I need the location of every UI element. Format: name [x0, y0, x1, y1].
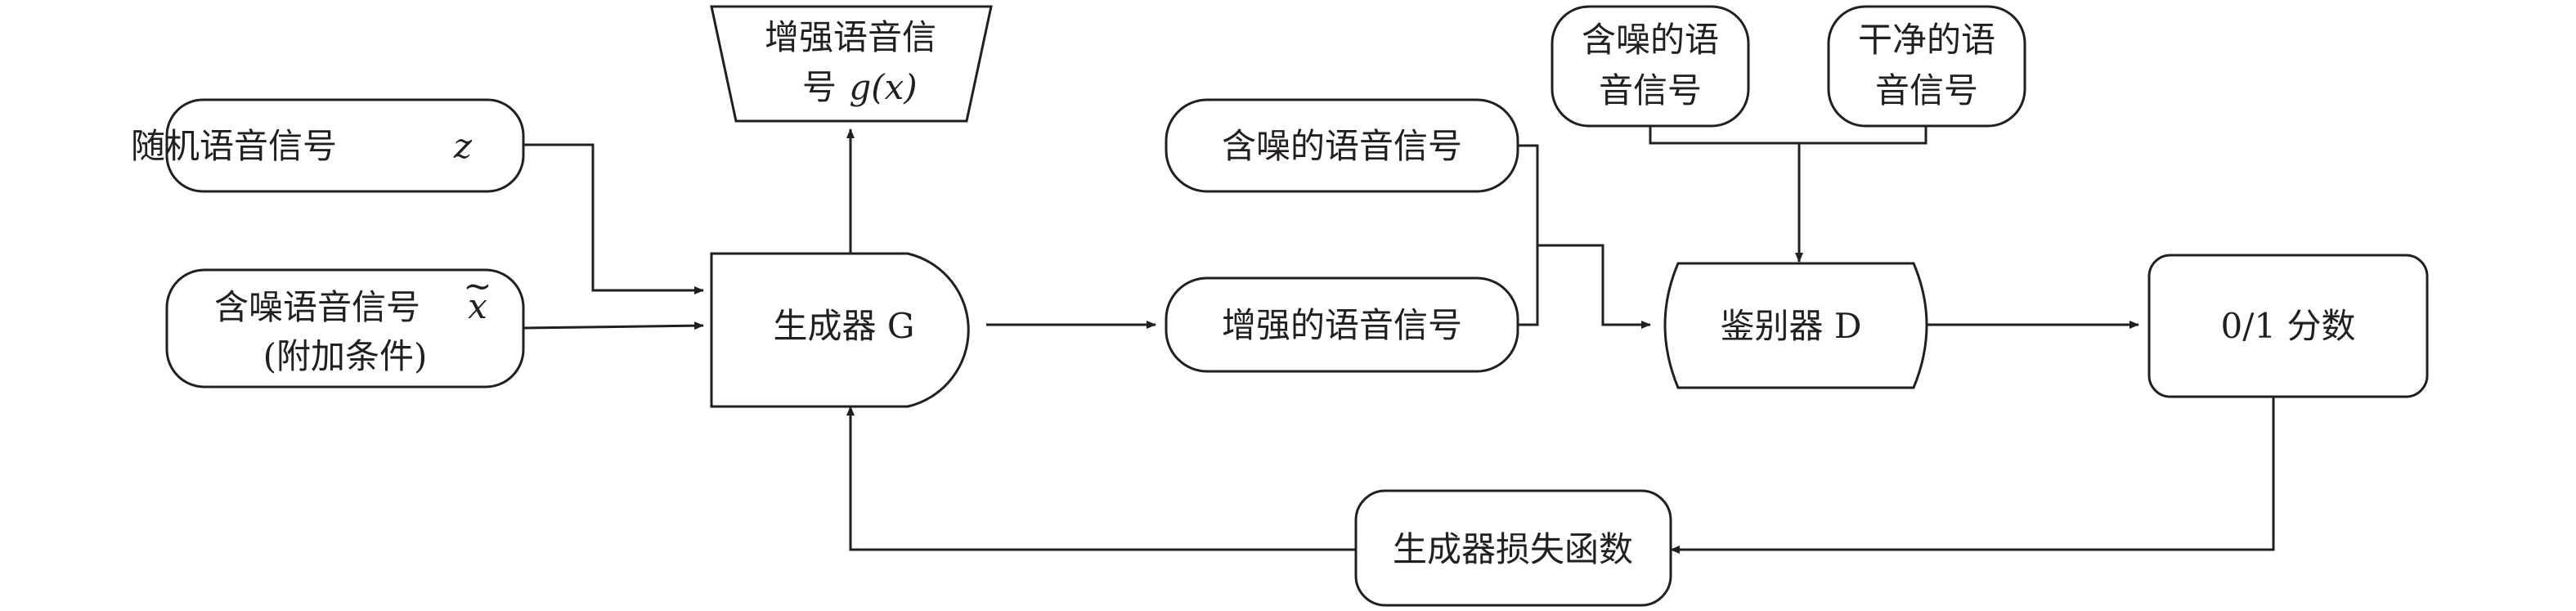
enhanced-signal-label: 增强的语音信号	[1222, 305, 1462, 345]
clean-top-label: 干净的语	[1858, 20, 1995, 60]
generator-node: 生成器 G	[710, 252, 970, 408]
noisy-top-label-cont: 音信号	[1599, 70, 1702, 110]
loss-label: 生成器损失函数	[1393, 529, 1633, 569]
noisy-signal-label: 含噪的语音信号	[1222, 126, 1462, 166]
connectors	[523, 126, 2275, 554]
discriminator-label: 鉴别器 D	[1720, 306, 1861, 346]
arrow-loss-to-generator	[846, 406, 1356, 551]
connector-enhanced-signal-branch	[1518, 245, 1539, 326]
clean-top-label-cont: 音信号	[1875, 70, 1978, 110]
enhanced-output-node: 增强语音信 号 g(x)	[710, 5, 993, 123]
noisy-condition-node: 含噪语音信号 x ~ (附加条件)	[165, 266, 525, 389]
connector-noisy-signal-branch	[1518, 144, 1539, 245]
random-signal-label: 随机语音信号	[131, 126, 337, 166]
clean-top-node: 干净的语 音信号	[1827, 5, 2026, 128]
noisy-top-node: 含噪的语 音信号	[1551, 5, 1750, 128]
arrow-score-to-loss	[1670, 397, 2275, 554]
loss-node: 生成器损失函数	[1354, 489, 1672, 607]
enhanced-signal-node: 增强的语音信号	[1165, 276, 1519, 373]
noisy-condition-label: 含噪语音信号	[214, 287, 420, 327]
connector-top-inputs-join	[1649, 126, 1928, 145]
random-signal-node: 随机语音信号 z	[131, 98, 525, 193]
enhanced-output-label-cont: 号	[802, 67, 837, 107]
enhanced-output-label: 增强语音信	[765, 17, 936, 57]
random-variable-label: z	[453, 126, 473, 166]
noisy-top-label: 含噪的语	[1582, 20, 1719, 60]
discriminator-node: 鉴别器 D	[1663, 262, 1928, 389]
arrow-noisy-condition-to-generator	[523, 321, 704, 330]
arrow-random-to-generator	[523, 143, 704, 294]
score-node: 0/1 分数	[2147, 254, 2429, 398]
generator-label: 生成器 G	[774, 306, 915, 346]
noisy-condition-note: (附加条件)	[263, 336, 428, 376]
noisy-condition-variable: x	[468, 286, 487, 326]
enhanced-output-function: g(x)	[849, 67, 917, 107]
arrow-signals-to-discriminator	[1537, 244, 1651, 329]
noisy-condition-tilde: ~	[463, 266, 491, 306]
noisy-signal-node: 含噪的语音信号	[1165, 98, 1519, 193]
score-label: 0/1 分数	[2221, 306, 2356, 346]
